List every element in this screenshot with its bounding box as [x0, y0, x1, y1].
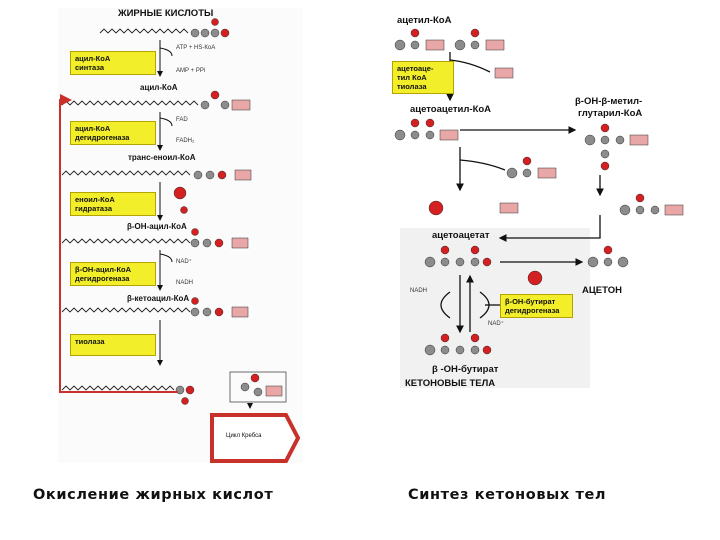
acetoacetate-molecule: [424, 245, 492, 268]
acetoacetate-label: ацетоацетат: [432, 230, 490, 241]
acyl-chains: [61, 28, 199, 391]
left-diagram-graphics: [58, 8, 303, 463]
acetyl-coa-label: ацетил-КоА: [397, 15, 452, 26]
krebs-cycle-box: [210, 413, 301, 463]
middle-acetyl-coa: [499, 156, 557, 214]
acetone-label: АЦЕТОН: [582, 285, 622, 296]
acetoacetyl-coa-molecule: [394, 118, 459, 141]
enzyme-thiolase: тиолаза: [70, 334, 156, 356]
ketone-bodies-label: КЕТОНОВЫЕ ТЕЛА: [405, 378, 496, 389]
right-diagram-graphics: [394, 28, 684, 388]
cofactor-nadh: NADH: [176, 280, 194, 286]
molecule-3: [193, 169, 252, 181]
molecule-5: [190, 228, 249, 249]
hydroxybutyrate-label: β -ОН-бутират: [432, 364, 499, 375]
cofactor-atp: АТР + НS-КоА: [176, 45, 216, 51]
chain-3: [61, 170, 191, 176]
chain-6: [61, 385, 175, 391]
label-ketoacyl-coa: β-кетоацил-КоА: [127, 294, 190, 303]
hmg-coa-label-line1: β-ОН-β-метил-: [575, 96, 643, 107]
chain-2: [61, 100, 199, 106]
nadh-label: NADH: [410, 288, 428, 294]
hmg-coa-label-line2: глутарил-КоА: [578, 108, 643, 119]
acetoacetyl-coa-label: ацетоацетил-КоА: [410, 104, 492, 115]
chain-1: [99, 28, 189, 34]
caption-ketone-synthesis: Синтез кетоновых тел: [408, 487, 607, 503]
cofactor-amp: АМР + РРi: [176, 68, 206, 74]
label-acyl-coa: ацил-КоА: [140, 83, 178, 92]
molecule-4: [173, 186, 188, 214]
chain-4: [61, 238, 191, 244]
nad-label: NAD⁺: [488, 321, 504, 327]
molecule-2: [200, 90, 251, 111]
label-hydroxyacyl-coa: β-ОН-ацил-КоА: [127, 222, 187, 231]
cofactor-nad: NAD⁺: [176, 259, 192, 265]
molecule-1: [190, 18, 230, 38]
krebs-cycle-label: Цикл Кребса: [226, 433, 262, 439]
label-trans-enoyl-coa: транс-еноил-КоА: [128, 153, 196, 162]
hmg-coa-molecule: [584, 123, 649, 171]
acetone-molecule: [527, 245, 629, 286]
hydroxybutyrate-molecule: [424, 333, 492, 356]
recycle-arrow: [59, 94, 178, 393]
chain-5: [61, 307, 191, 313]
molecule-7: [175, 371, 287, 405]
acetyl-coa-molecules: [394, 28, 505, 51]
molecule-6: [190, 297, 249, 318]
cofactor-fad: FAD: [176, 117, 188, 123]
hmg-split-molecule: [428, 193, 684, 216]
fatty-acids-title: ЖИРНЫЕ КИСЛОТЫ: [118, 8, 214, 19]
caption-fatty-acid-oxidation: Окисление жирных кислот: [33, 487, 274, 503]
cofactor-fadh2: FADH₂: [176, 138, 195, 144]
